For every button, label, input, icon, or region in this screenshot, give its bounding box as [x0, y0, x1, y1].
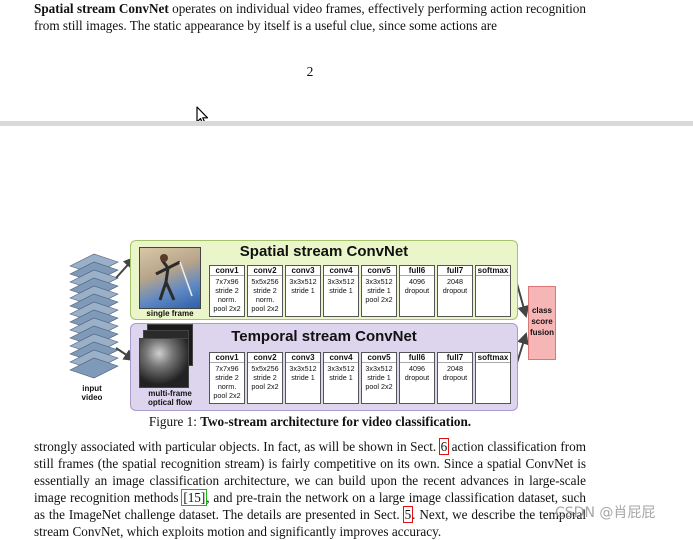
layer-param: 4096 — [409, 277, 425, 286]
layer-param: 7x7x96 — [215, 277, 239, 286]
layer-param: norm. — [255, 295, 275, 304]
layer-param: 2048 — [447, 277, 463, 286]
temporal-stream-box: Temporal stream ConvNet multi-frame opti… — [130, 323, 518, 411]
citation-link-15[interactable]: [15] — [181, 489, 208, 506]
layer-name: conv3 — [286, 353, 320, 363]
spatial-layer-softmax: softmax — [475, 265, 511, 317]
layer-param: 3x3x512 — [289, 277, 317, 286]
layer-param: stride 1 — [367, 286, 391, 295]
temporal-layer-softmax: softmax — [475, 352, 511, 404]
single-frame-label: single frame — [146, 309, 194, 318]
page-number: 2 — [306, 64, 314, 79]
layer-param: 3x3x512 — [327, 277, 355, 286]
layer-param: stride 1 — [329, 286, 353, 295]
layer-param: stride 2 — [215, 373, 239, 382]
single-frame-image — [139, 247, 201, 309]
layer-param: 3x3x512 — [327, 364, 355, 373]
layer-param: stride 2 — [253, 286, 277, 295]
layer-name: conv1 — [210, 266, 244, 276]
layer-param: stride 2 — [253, 373, 277, 382]
layer-param: 3x3x512 — [365, 277, 393, 286]
layer-param: dropout — [404, 286, 430, 295]
layer-name: full7 — [438, 353, 472, 363]
layer-param: stride 1 — [367, 373, 391, 382]
layer-param: pool 2x2 — [213, 304, 241, 313]
paragraph-text: operates on individual video frames, eff… — [34, 1, 586, 33]
caption-prefix: Figure 1: — [148, 414, 201, 429]
layer-param: norm. — [217, 382, 237, 391]
layer-name: softmax — [476, 266, 510, 276]
layer-name: conv4 — [324, 266, 358, 276]
bottom-paragraph: strongly associated with particular obje… — [34, 438, 586, 540]
layer-param: 7x7x96 — [215, 364, 239, 373]
layer-param: stride 1 — [329, 373, 353, 382]
layer-param: stride 1 — [291, 286, 315, 295]
layer-param: 2048 — [447, 364, 463, 373]
spatial-stream-box: Spatial stream ConvNet single frame conv… — [130, 240, 518, 320]
layer-param: pool 2x2 — [365, 295, 393, 304]
temporal-stream-title: Temporal stream ConvNet — [231, 328, 417, 345]
paragraph-text-2: action classification from still frames … — [34, 439, 586, 505]
layer-param: norm. — [217, 295, 237, 304]
layer-param: stride 2 — [215, 286, 239, 295]
layer-param: 5x5x256 — [251, 277, 279, 286]
layer-name: conv1 — [210, 353, 244, 363]
layer-name: conv5 — [362, 353, 396, 363]
layer-param: pool 2x2 — [365, 382, 393, 391]
layer-param: 3x3x512 — [365, 364, 393, 373]
paragraph-text-1: strongly associated with particular obje… — [34, 439, 440, 454]
layer-name: full6 — [400, 266, 434, 276]
spatial-stream-title: Spatial stream ConvNet — [239, 243, 409, 260]
layer-name: conv2 — [248, 353, 282, 363]
layer-name: conv2 — [248, 266, 282, 276]
layer-name: full7 — [438, 266, 472, 276]
optical-flow-image — [139, 338, 189, 388]
layer-param: pool 2x2 — [251, 382, 279, 391]
class-score-fusion-box: class score fusion — [528, 286, 556, 360]
layer-param: 4096 — [409, 364, 425, 373]
layer-name: conv5 — [362, 266, 396, 276]
layer-param: dropout — [404, 373, 430, 382]
figure-caption: Figure 1: Two-stream architecture for vi… — [0, 414, 620, 430]
layer-param: dropout — [442, 286, 468, 295]
layer-name: full6 — [400, 353, 434, 363]
layer-param: dropout — [442, 373, 468, 382]
paragraph-text-3: , and pre-train the network on a large i… — [34, 490, 586, 522]
section-ref-link-5[interactable]: 5 — [402, 506, 414, 523]
paragraph-lead: Spatial stream ConvNet — [34, 1, 169, 16]
top-paragraph: Spatial stream ConvNet operates on indiv… — [34, 0, 586, 34]
layer-param: pool 2x2 — [251, 304, 279, 313]
architecture-figure: input video Spatial stream ConvNet singl… — [60, 238, 560, 413]
layer-param: stride 1 — [291, 373, 315, 382]
input-video-label: input video — [81, 384, 103, 402]
layer-param: pool 2x2 — [213, 391, 241, 400]
input-video-stack-icon — [69, 253, 119, 379]
optical-flow-label: multi-frame optical flow — [148, 389, 192, 407]
layer-param: 3x3x512 — [289, 364, 317, 373]
layer-name: softmax — [476, 353, 510, 363]
layer-name: conv4 — [324, 353, 358, 363]
watermark: CSDN @肖屁屁 — [555, 505, 656, 521]
page-separator — [0, 121, 693, 126]
layer-param: 5x5x256 — [251, 364, 279, 373]
mouse-cursor-icon — [196, 106, 210, 131]
layer-name: conv3 — [286, 266, 320, 276]
section-ref-link-6[interactable]: 6 — [438, 438, 450, 455]
caption-title: Two-stream architecture for video classi… — [200, 414, 472, 429]
